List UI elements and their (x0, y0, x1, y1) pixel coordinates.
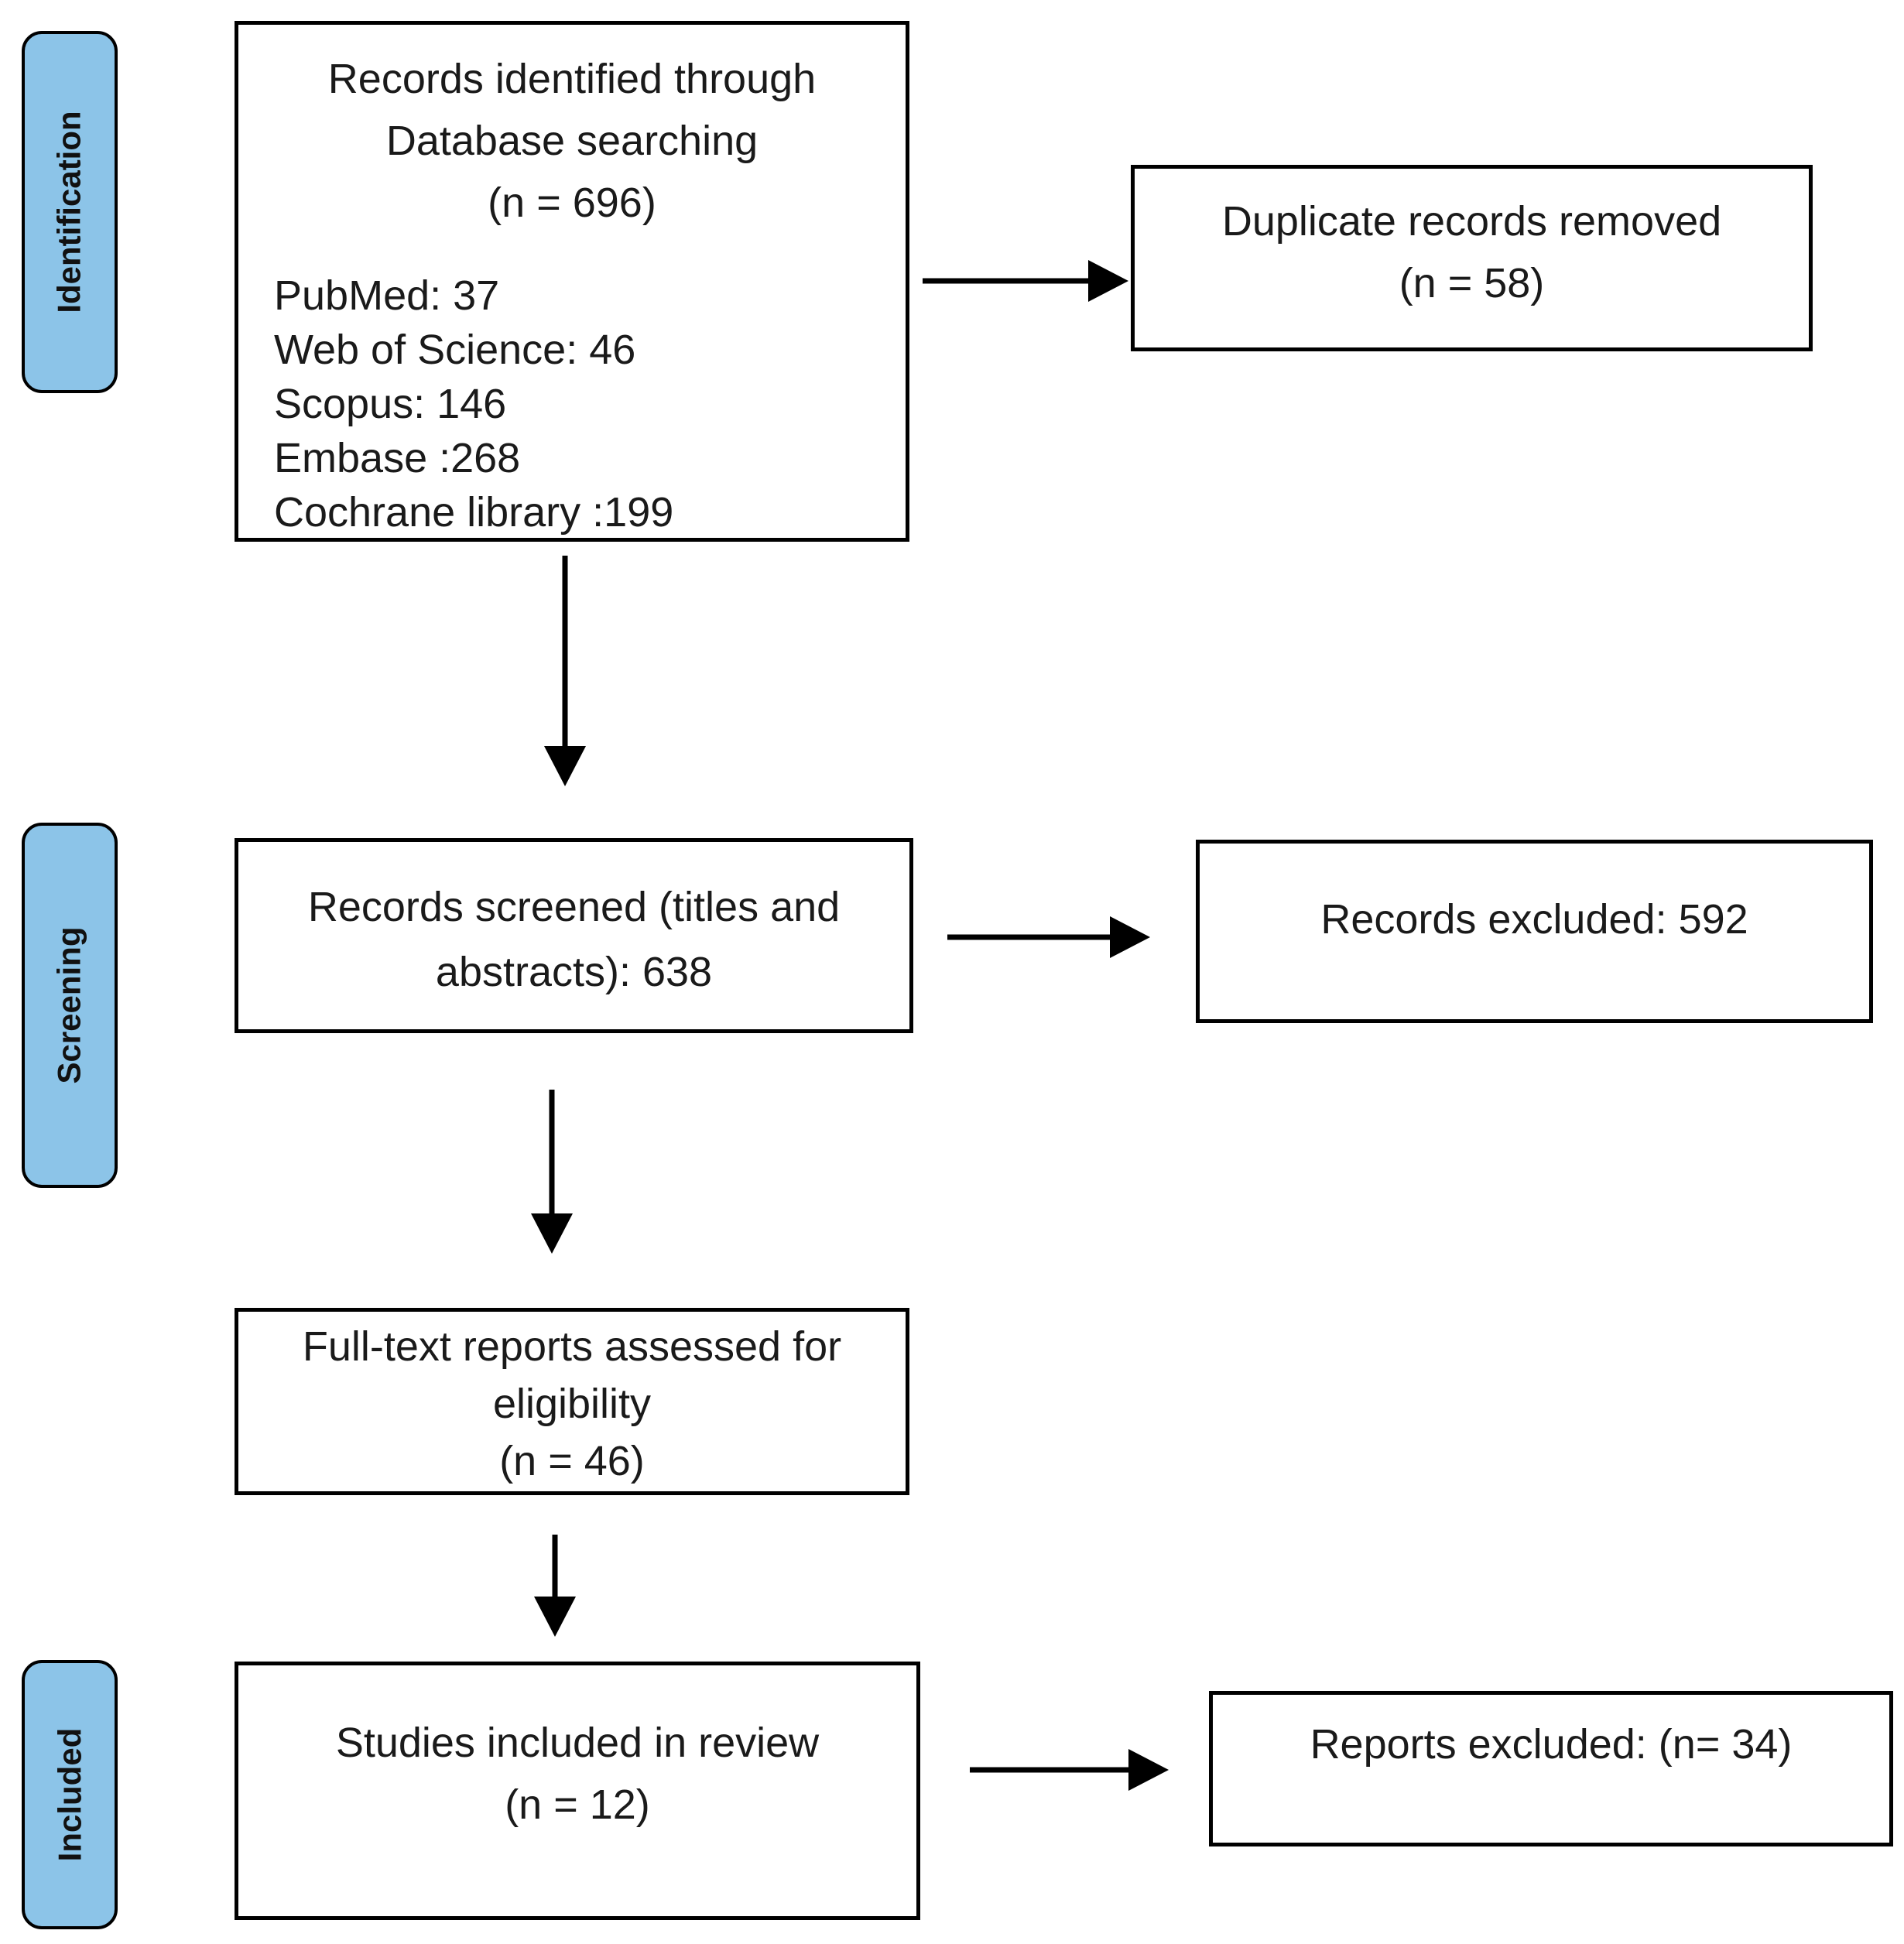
arrow-screened-to-records-excluded (947, 916, 1150, 958)
box-studies-included: Studies included in review (n = 12) (235, 1662, 920, 1920)
arrow-fulltext-to-studies-included (534, 1535, 576, 1637)
arrow-screened-to-fulltext (531, 1090, 573, 1254)
box-duplicates-removed: Duplicate records removed (n = 58) (1131, 165, 1813, 351)
source-embase: Embase :268 (274, 435, 521, 481)
stage-label-identification: Identification (22, 31, 118, 393)
reports-excluded-line1: Reports excluded: (n= 34) (1310, 1721, 1793, 1768)
records-identified-line1: Records identified through (327, 56, 817, 102)
stage-label-included-text: Included (51, 1727, 87, 1862)
source-scopus: Scopus: 146 (274, 381, 507, 427)
stage-label-included: Included (22, 1660, 118, 1929)
stage-label-identification-text: Identification (51, 111, 87, 313)
studies-included-line1: Studies included in review (335, 1720, 820, 1766)
box-records-identified: Records identified through Database sear… (235, 21, 909, 542)
box-records-identified-title: Records identified through Database sear… (238, 25, 906, 234)
records-identified-line2: Database searching (385, 118, 759, 164)
box-fulltext-assessed: Full-text reports assessed for eligibili… (235, 1308, 909, 1495)
stage-label-screening-text: Screening (51, 926, 88, 1084)
database-source-list: PubMed: 37 Web of Science: 46 Scopus: 14… (238, 269, 906, 539)
arrow-identified-to-duplicates (923, 260, 1128, 302)
duplicates-removed-line1: Duplicate records removed (1221, 198, 1722, 245)
duplicates-removed-line2: (n = 58) (1399, 260, 1545, 306)
box-records-screened: Records screened (titles and abstracts):… (235, 838, 913, 1033)
records-identified-line3: (n = 696) (488, 180, 656, 226)
fulltext-line2: eligibility (492, 1381, 652, 1427)
fulltext-line3: (n = 46) (499, 1438, 645, 1484)
records-excluded-line1: Records excluded: 592 (1320, 896, 1748, 943)
source-cochrane: Cochrane library :199 (274, 489, 674, 536)
box-reports-excluded: Reports excluded: (n= 34) (1209, 1691, 1893, 1846)
fulltext-line1: Full-text reports assessed for (302, 1323, 842, 1370)
records-screened-line2: abstracts): 638 (435, 949, 713, 995)
source-pubmed: PubMed: 37 (274, 272, 500, 319)
studies-included-line2: (n = 12) (505, 1781, 650, 1828)
records-screened-line1: Records screened (titles and (307, 884, 841, 930)
arrow-identified-to-screened (544, 556, 586, 786)
arrow-studies-to-reports-excluded (970, 1749, 1169, 1791)
box-records-excluded: Records excluded: 592 (1196, 840, 1873, 1023)
stage-label-screening: Screening (22, 823, 118, 1188)
source-wos: Web of Science: 46 (274, 327, 636, 373)
